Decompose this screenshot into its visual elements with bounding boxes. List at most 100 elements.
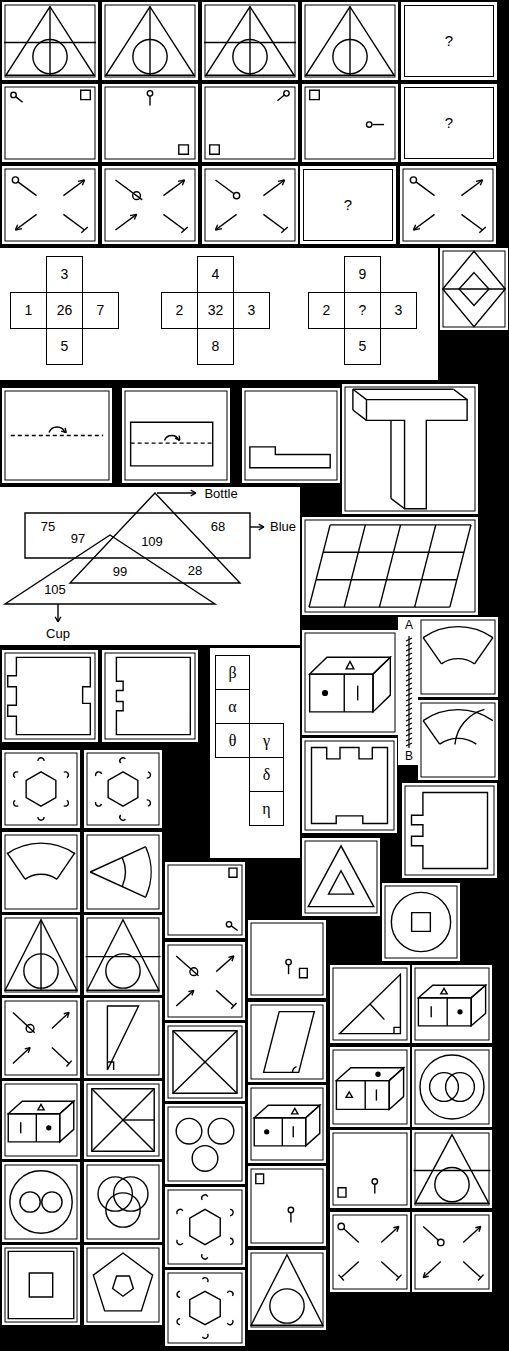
figure-stroke xyxy=(173,1031,237,1093)
figure-stroke xyxy=(58,617,61,622)
figure-stroke xyxy=(263,214,284,230)
figure-stroke xyxy=(302,630,398,735)
figure-stroke xyxy=(330,965,410,1043)
figure-stroke xyxy=(106,7,194,76)
figure-stroke xyxy=(251,1255,323,1325)
figure-stroke xyxy=(131,442,213,443)
puzzle-figure xyxy=(2,1081,80,1159)
number-cell: 9 xyxy=(344,256,381,293)
figure-stroke xyxy=(38,758,44,761)
figure-stroke xyxy=(202,166,298,244)
figure-stroke xyxy=(443,251,506,326)
figure-stroke xyxy=(406,723,412,726)
figure-stroke xyxy=(8,1101,74,1142)
figure-stroke xyxy=(410,177,485,233)
figure-stroke xyxy=(107,1006,138,1070)
figure-stroke xyxy=(306,7,394,76)
puzzle-figure xyxy=(330,1130,410,1208)
figure-stroke xyxy=(87,920,159,990)
number-cell: 5 xyxy=(344,328,381,365)
figure-stroke xyxy=(87,1001,159,1075)
figure-stroke xyxy=(370,1004,384,1020)
puzzle-value: 5 xyxy=(359,339,367,354)
figure-stroke xyxy=(344,525,365,607)
figure-stroke xyxy=(177,1319,180,1325)
region-number: 68 xyxy=(210,520,226,534)
figure-stroke xyxy=(376,1089,377,1100)
figure-stroke xyxy=(175,438,180,440)
figure-stroke xyxy=(102,84,198,162)
figure-stroke xyxy=(286,959,307,977)
figure-stroke xyxy=(2,1162,80,1242)
puzzle-value: 3 xyxy=(61,267,69,282)
figure-stroke xyxy=(353,389,367,399)
answer-panel: ? xyxy=(401,2,497,80)
figure-stroke xyxy=(418,985,485,1026)
figure-stroke xyxy=(57,853,75,879)
figure-stroke xyxy=(2,915,80,995)
figure-stroke xyxy=(15,225,17,230)
figure-stroke xyxy=(338,1188,346,1197)
figure-stroke xyxy=(61,431,66,433)
figure-stroke xyxy=(5,653,95,739)
figure-stroke xyxy=(256,1174,264,1184)
figure-stroke xyxy=(87,1248,159,1322)
number-cell: 2 xyxy=(308,292,345,329)
figure-stroke xyxy=(122,388,230,483)
figure-stroke xyxy=(20,1192,40,1212)
figure-stroke xyxy=(293,1126,294,1137)
figure-stroke xyxy=(406,678,412,681)
figure-stroke xyxy=(353,410,367,420)
figure-stroke xyxy=(251,1169,323,1243)
figure-stroke xyxy=(8,1114,59,1142)
figure-stroke xyxy=(251,1253,323,1327)
figure-stroke xyxy=(248,1166,326,1246)
figure-stroke xyxy=(336,1068,403,1081)
puzzle-figure xyxy=(412,1130,492,1208)
figure-stroke xyxy=(406,663,412,666)
figure-stroke xyxy=(330,1047,410,1127)
figure-stroke xyxy=(168,1190,242,1264)
puzzle-figure xyxy=(440,248,508,330)
region-number: 109 xyxy=(140,535,164,549)
figure-stroke xyxy=(8,657,91,734)
net-face: η xyxy=(249,791,284,826)
puzzle-figure xyxy=(165,1023,245,1101)
figure-stroke xyxy=(122,858,125,887)
figure-stroke xyxy=(63,214,84,230)
figure-stroke xyxy=(230,1238,233,1244)
figure-stroke xyxy=(250,447,330,468)
figure-stroke xyxy=(87,918,159,992)
figure-stroke xyxy=(346,662,354,669)
figure-stroke xyxy=(406,713,412,716)
figure-stroke xyxy=(168,865,242,935)
figure-stroke xyxy=(5,918,77,992)
figure-stroke xyxy=(443,288,506,289)
puzzle-value: 9 xyxy=(359,267,367,282)
figure-stroke xyxy=(438,1239,444,1245)
figure-stroke xyxy=(406,703,412,706)
scale-end: B xyxy=(404,750,414,763)
figure-stroke xyxy=(310,90,384,127)
figure-stroke xyxy=(84,998,162,1078)
figure-stroke xyxy=(309,525,330,607)
figure-stroke xyxy=(446,1073,475,1102)
figure-stroke xyxy=(366,122,371,127)
figure-stroke xyxy=(12,177,18,183)
figure-stroke xyxy=(168,1273,242,1343)
figure-stroke xyxy=(116,657,190,734)
figure-stroke xyxy=(346,1092,352,1098)
figure-stroke xyxy=(176,1118,234,1171)
figure-stroke xyxy=(251,1005,323,1079)
puzzle-value: θ xyxy=(229,732,237,750)
figure-stroke xyxy=(11,92,16,97)
figure-stroke xyxy=(435,1167,469,1201)
figure-stroke xyxy=(84,1245,162,1325)
figure-stroke xyxy=(376,1072,380,1076)
figure-stroke xyxy=(323,691,328,696)
figure-stroke xyxy=(277,95,284,100)
figure-stroke xyxy=(173,1031,237,1093)
figure-stroke xyxy=(443,251,506,326)
puzzle-value: ? xyxy=(344,197,352,214)
